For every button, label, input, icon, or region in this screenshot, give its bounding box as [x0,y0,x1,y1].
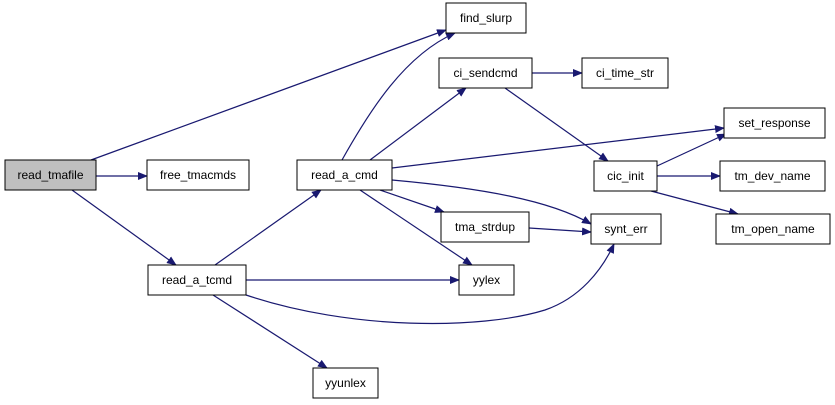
node-box [4,159,97,191]
node-box [445,2,527,34]
edge-tma-strdup-to-synt-err [528,227,592,236]
node-box [147,264,247,296]
edge-read-a-cmd-to-yylex [359,189,473,266]
node-label: find_slurp [460,11,512,25]
node-find-slurp[interactable]: find_slurp [445,2,527,34]
edge-read-a-tcmd-to-read-a-cmd [214,189,322,266]
edge-line [391,125,725,169]
node-box [723,107,826,139]
node-label: ci_time_str [596,66,654,80]
node-box [581,57,669,89]
edge-read-a-cmd-to-ci-sendcmd [369,87,467,161]
node-read-tmafile[interactable]: read_tmafile [4,159,97,191]
edge-line [212,294,328,369]
node-tm-dev-name[interactable]: tm_dev_name [719,160,826,192]
node-label: ci_sendcmd [453,66,517,80]
edges-layer [71,29,739,369]
edge-line [214,189,322,266]
node-label: yyunlex [325,376,366,390]
node-label: yylex [473,273,500,287]
node-ci-time-str[interactable]: ci_time_str [581,57,669,89]
node-box [593,160,658,192]
edge-line [90,29,447,161]
edge-cic-init-to-tm-open-name [650,190,739,216]
node-yylex[interactable]: yylex [458,264,515,296]
edge-read-tmafile-to-find-slurp [90,29,447,161]
edge-read-a-cmd-to-find-slurp [341,32,456,161]
edge-read-a-tcmd-to-yyunlex [212,294,328,369]
edge-read-a-cmd-to-synt-err [391,179,592,225]
node-label: cic_init [607,169,644,183]
node-label: tm_dev_name [734,169,810,183]
edge-read-a-tcmd-to-synt-err [245,243,615,325]
edge-line [341,32,456,161]
edge-read-a-cmd-to-tma-strdup [379,189,445,213]
node-box [440,211,530,243]
node-free-tmacmds[interactable]: free_tmacmds [146,159,250,191]
node-ci-sendcmd[interactable]: ci_sendcmd [438,57,533,89]
node-label: free_tmacmds [160,168,236,182]
edge-line [71,189,177,266]
node-set-response[interactable]: set_response [723,107,826,139]
node-label: tma_strdup [455,220,515,234]
node-label: read_a_cmd [311,168,378,182]
edge-read-tmafile-to-read-a-tcmd [71,189,177,266]
node-tma-strdup[interactable]: tma_strdup [440,211,530,243]
edge-line [391,179,592,225]
node-label: set_response [738,116,810,130]
node-tm-open-name[interactable]: tm_open_name [715,213,831,245]
edge-cic-init-to-set-response [656,133,727,167]
edge-line [528,227,592,236]
node-box [590,213,662,245]
node-yyunlex[interactable]: yyunlex [312,367,379,399]
node-box [146,159,250,191]
node-box [296,159,393,191]
edge-read-a-cmd-to-set-response [391,125,725,169]
node-box [438,57,533,89]
edge-ci-sendcmd-to-cic-init [504,87,609,162]
node-box [458,264,515,296]
node-read-a-tcmd[interactable]: read_a_tcmd [147,264,247,296]
node-label: synt_err [604,222,647,236]
node-box [312,367,379,399]
edge-line [379,189,445,213]
nodes-layer: read_tmafile free_tmacmds read_a_tcmd read_… [4,2,831,399]
node-box [715,213,831,245]
edge-line [504,87,609,162]
node-label: read_tmafile [17,168,83,182]
node-cic-init[interactable]: cic_init [593,160,658,192]
node-label: tm_open_name [731,222,815,236]
edge-line [656,133,727,167]
node-label: read_a_tcmd [162,273,232,287]
edge-line [650,190,739,216]
node-box [719,160,826,192]
edge-line [369,87,467,161]
node-synt-err[interactable]: synt_err [590,213,662,245]
edge-line [245,243,615,325]
node-read-a-cmd[interactable]: read_a_cmd [296,159,393,191]
edge-line [359,189,473,266]
